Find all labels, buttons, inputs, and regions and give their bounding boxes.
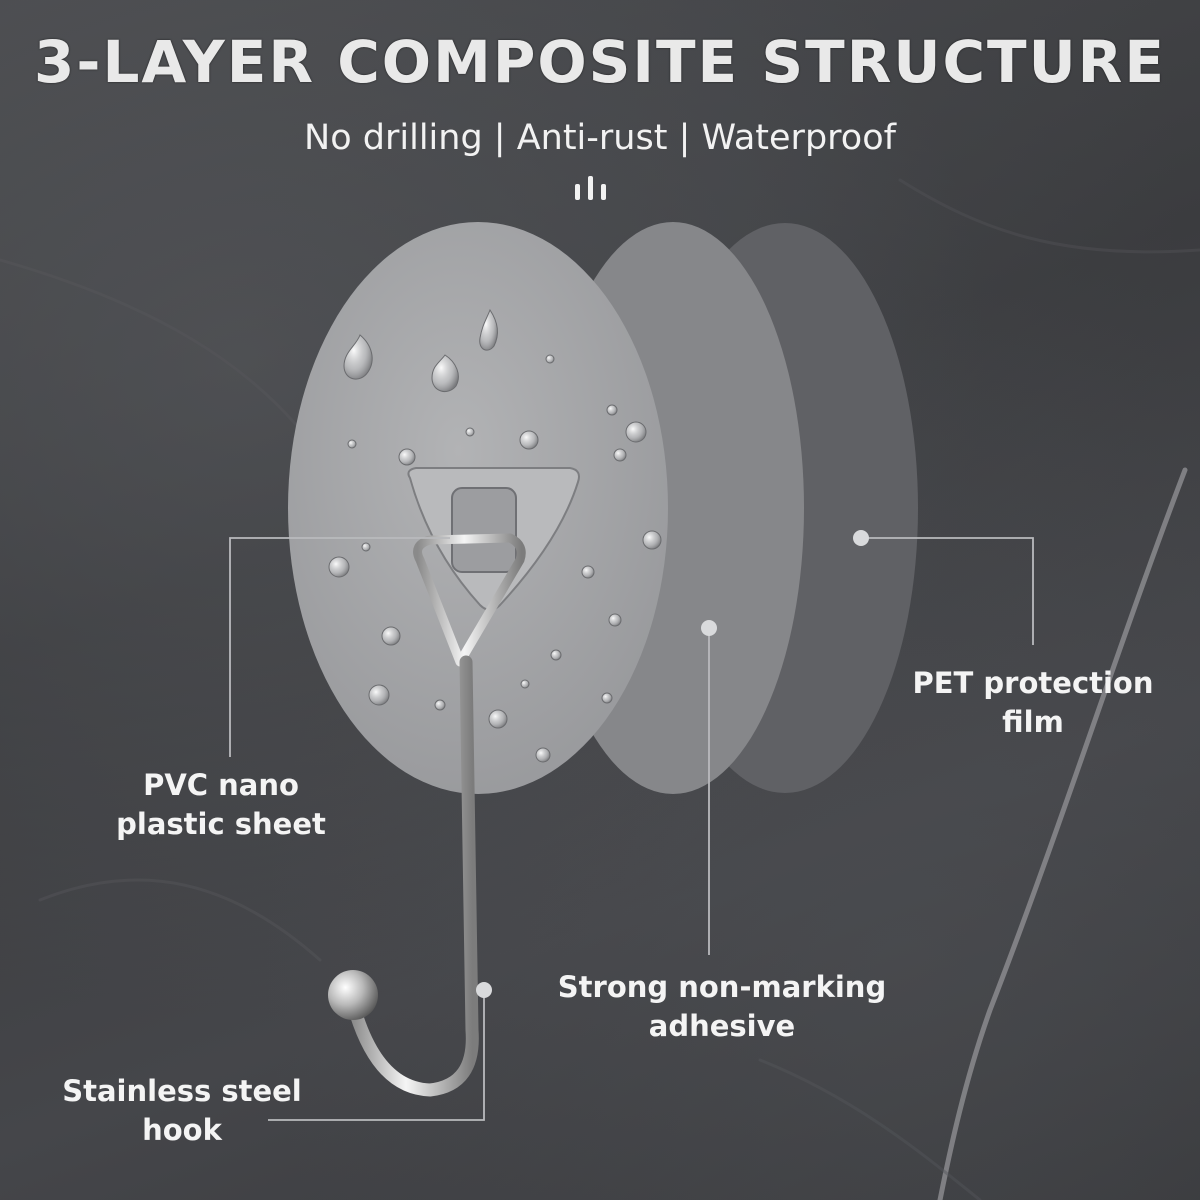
- pet-label-line2: film: [1002, 705, 1064, 739]
- pvc-label-line2: plastic sheet: [116, 807, 326, 841]
- adhesive-label-line2: adhesive: [648, 1009, 796, 1043]
- hook-clip: [451, 487, 517, 573]
- hook-icon: [328, 533, 526, 1097]
- pvc-leader: [229, 537, 450, 757]
- adhesive-label-line1: Strong non-marking: [557, 970, 887, 1004]
- leader-dot-icon: [476, 530, 869, 998]
- pet-leader: [863, 537, 1034, 645]
- page-title: 3-LAYER COMPOSITE STRUCTURE: [34, 28, 1166, 96]
- feature-list: No drilling | Anti-rust | Waterproof: [304, 118, 896, 158]
- pet-layer-label: PET protection film: [895, 664, 1171, 742]
- hook-label-line2: hook: [142, 1113, 222, 1147]
- hook-label-line1: Stainless steel: [62, 1074, 302, 1108]
- pvc-label-line1: PVC nano: [143, 768, 299, 802]
- hook-leader: [268, 990, 485, 1121]
- adhesive-layer-label: Strong non-marking adhesive: [540, 968, 904, 1046]
- water-drop-icon: [328, 308, 662, 763]
- leader-lines: [229, 537, 1034, 1121]
- marble-texture: [0, 178, 1200, 1200]
- pet-label-line1: PET protection: [912, 666, 1154, 700]
- arrow-down-icon: [575, 176, 606, 200]
- pvc-layer-label: PVC nano plastic sheet: [96, 766, 346, 844]
- hook-label: Stainless steel hook: [50, 1072, 314, 1150]
